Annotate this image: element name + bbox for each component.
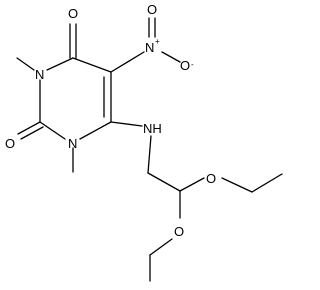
bond-c2-o-double-b (20, 126, 44, 140)
bond-c2-o-double-a (17, 121, 41, 135)
bond-c4-c5 (72, 57, 112, 73)
bond-o-upper-ethyl-c1 (221, 177, 253, 193)
bond-n3-c4 (46, 57, 74, 71)
bond-nitro-n-o-right (161, 51, 181, 63)
atom-label-ring-n3: N (35, 67, 44, 82)
bond-ch2-ch (147, 172, 181, 192)
atom-label-amine-nh: NH (143, 121, 162, 136)
bond-n3-methyl (16, 57, 35, 71)
bond-o-lower-ethyl-c1 (149, 238, 173, 256)
bond-upper-ethyl-c1-c2 (251, 173, 283, 193)
bond-nh-ch2 (147, 135, 152, 174)
atom-label-carbonyl-o-top: O (68, 6, 78, 21)
bond-c6-nh (110, 121, 143, 127)
atom-label-nitro-o-top: O (147, 2, 157, 17)
atom-labels: O O N + O - N O N NH O O (5, 2, 216, 239)
bond-ch-o-upper (179, 177, 205, 192)
atom-label-carbonyl-o-left: O (5, 136, 15, 151)
molecule-structure-diagram: O O N + O - N O N NH O O (5, 2, 283, 282)
bond-c5-nitro-n (110, 51, 145, 73)
nitro-o-negative-charge: - (191, 60, 194, 69)
nitro-n-positive-charge: + (155, 37, 160, 46)
bond-n1-c2 (39, 121, 66, 140)
bond-c6-n1 (79, 121, 112, 140)
atom-label-ring-n1: N (68, 136, 77, 151)
atom-label-nitro-n: N (145, 40, 154, 55)
atom-label-ether-o-2: O (174, 224, 184, 239)
bonds (16, 17, 283, 282)
atom-label-ether-o-1: O (206, 171, 216, 186)
atom-label-nitro-o-right: O (180, 58, 190, 73)
